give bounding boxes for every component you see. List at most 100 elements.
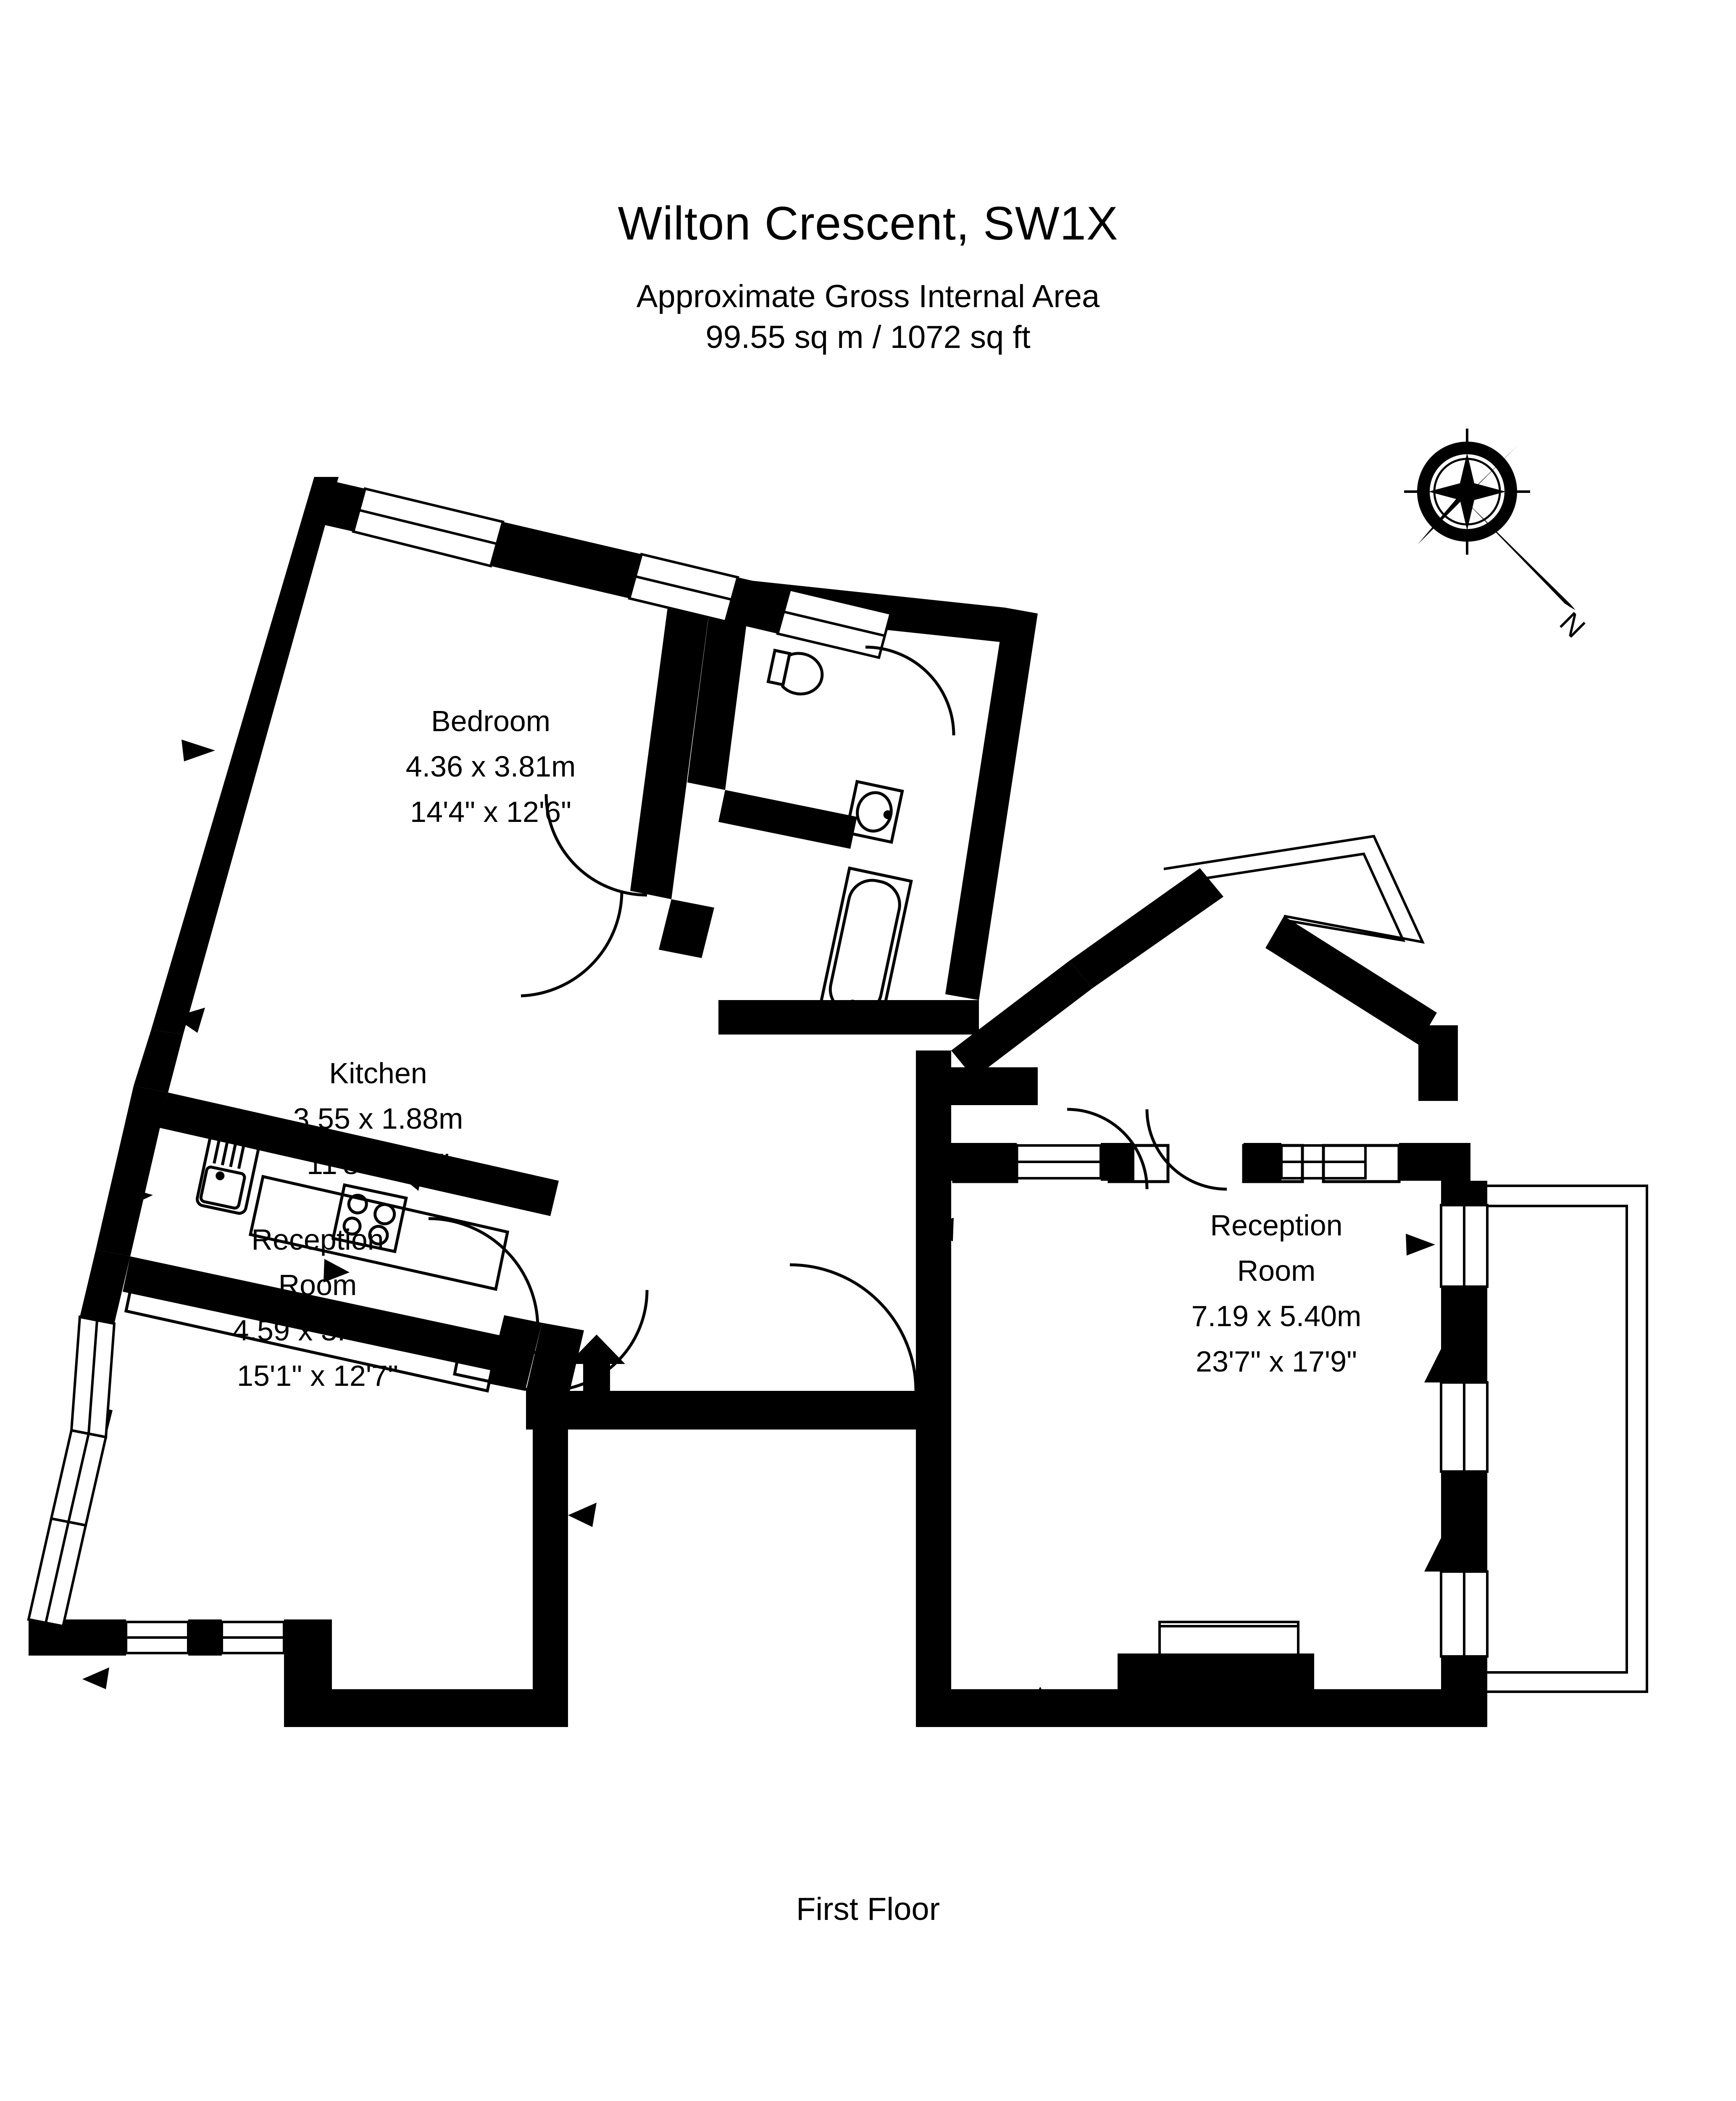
room-label-reception-right: Reception Room 7.19 x 5.40m 23'7" x 17'9…: [1192, 1209, 1362, 1378]
marker-left-recep-bottom: [530, 1675, 555, 1704]
door-right-recep-entry: [1067, 1108, 1149, 1190]
wall-bedroom-top-1: [302, 477, 365, 532]
wall-right-recep-top-band-4: [1399, 1143, 1470, 1181]
marker-right-recep-bottom: [1028, 1687, 1054, 1714]
window-left-recep-2: [50, 1429, 108, 1527]
bedroom-imperial: 14'4" x 12'6": [410, 795, 571, 828]
wall-right-recep-upper-right: [1418, 1025, 1458, 1101]
wall-right-exterior-2: [1424, 1286, 1487, 1382]
wall-right-recep-left: [916, 1391, 951, 1727]
cupboard-hall: [452, 1334, 543, 1393]
wall-left-recep-left-upper: [80, 1250, 130, 1324]
kitchen-sink-icon: [195, 1126, 261, 1215]
wall-kitchen-left: [96, 1086, 168, 1256]
balcony-outline: [1487, 1185, 1648, 1693]
floorplan-svg: N: [27, 429, 1648, 1727]
marker-right-recep-right: [1406, 1234, 1435, 1256]
wall-right-recep-bottom: [916, 1689, 1487, 1727]
kitchen-metric: 3.55 x 1.88m: [293, 1102, 463, 1135]
compass-rose-icon: N: [1404, 429, 1591, 644]
wall-left-recep-right: [533, 1398, 568, 1727]
walls-group: [29, 477, 1487, 1727]
wall-hall-upper-right: [916, 1050, 951, 1430]
wc-toilet-icon: [766, 648, 824, 696]
plan-header: Wilton Crescent, SW1X Approximate Gross …: [0, 197, 1736, 358]
wall-right-recep-top-band-1: [951, 1143, 1017, 1181]
window-bedroom-3: [776, 588, 892, 659]
reception-left-name-2: Room: [279, 1269, 357, 1301]
wall-kitchen-bottom: [123, 1256, 504, 1372]
floor-caption: First Floor: [796, 1891, 940, 1927]
kitchen-imperial: 11'8" x 6'2": [307, 1148, 450, 1180]
window-left-recep-1: [70, 1315, 116, 1439]
wall-left-recep-bottom-left: [29, 1619, 126, 1656]
wall-bedroom-left: [151, 477, 339, 1035]
kitchen-hob-icon: [331, 1183, 408, 1253]
window-right-bay-2: [1440, 1381, 1489, 1473]
reception-right-imperial: 23'7" x 17'9": [1196, 1345, 1357, 1378]
entrance-arrow: [568, 1335, 625, 1407]
room-label-kitchen: Kitchen 3.55 x 1.88m 11'8" x 6'2": [293, 1057, 463, 1180]
wall-bathroom-right: [945, 608, 1038, 1000]
wall-right-exterior-1: [1441, 1181, 1487, 1206]
wall-hall-right: [526, 1323, 584, 1398]
bathtub-icon: [817, 866, 913, 1027]
kitchen-name: Kitchen: [329, 1057, 427, 1090]
marker-left-recep-top: [324, 1259, 350, 1282]
wall-wc-divider: [718, 790, 857, 849]
window-right-recep-top-1: [1015, 1144, 1102, 1180]
door-bedroom: [521, 890, 623, 998]
floorplan-drawing: N: [0, 412, 1736, 1840]
area-caption: Approximate Gross Internal Area: [636, 279, 1100, 315]
window-bedroom-1: [352, 487, 505, 568]
reception-right-name-1: Reception: [1210, 1209, 1342, 1242]
fixtures-group: [124, 648, 1401, 1393]
marker-kitchen-left: [121, 1186, 153, 1209]
reception-left-metric: 4.59 x 3.84m: [233, 1314, 403, 1347]
units-right-recep: [952, 1144, 1401, 1183]
marker-bedroom-left: [181, 740, 215, 761]
wall-hall-bottom: [526, 1391, 916, 1430]
wall-bedroom-right-partition: [630, 563, 714, 899]
marker-left-recep-right: [568, 1503, 597, 1527]
dimension-markers: [82, 740, 1435, 1714]
window-left-recep-3: [27, 1517, 87, 1628]
door-bathroom: [865, 645, 955, 736]
marker-kitchen-top: [392, 1162, 423, 1191]
wall-bedroom-right-partition-2: [659, 899, 714, 958]
window-right-bay-3: [1440, 1570, 1489, 1658]
wall-left-recep-bottom-edge: [284, 1689, 568, 1727]
wall-bedroom-lower-left: [134, 1029, 183, 1093]
reception-left-name-1: Reception: [251, 1223, 384, 1256]
wall-bedroom-top-2: [491, 522, 642, 598]
wash-basin-icon: [844, 779, 904, 844]
wall-right-recep-top-right-angled: [1265, 916, 1437, 1045]
alcove-left-recep: [124, 1269, 498, 1393]
window-right-recep-bottom: [1158, 1621, 1299, 1656]
bay-outline-top-right: [1163, 835, 1425, 944]
wall-wc-left: [687, 573, 752, 790]
bedroom-name: Bedroom: [431, 705, 550, 737]
area-value: 99.55 sq m / 1072 sq ft: [705, 319, 1031, 355]
door-right-recep-entry-2: [1145, 1109, 1227, 1191]
wall-right-recep-top-angled: [1070, 868, 1223, 988]
wall-right-recep-inner-top: [951, 1067, 1038, 1105]
wall-right-recep-top-band-3: [1244, 1143, 1281, 1181]
reception-right-name-2: Room: [1237, 1254, 1316, 1287]
wall-left-recep-bottom-mid: [188, 1619, 222, 1656]
wall-right-exterior-3: [1424, 1471, 1487, 1572]
wall-right-recep-top-left: [951, 961, 1092, 1078]
marker-kitchen-bottom: [258, 1293, 290, 1318]
wall-kitchen-right: [487, 1315, 542, 1391]
compass-north-label: N: [1554, 606, 1592, 644]
reception-left-imperial: 15'1" x 12'7": [237, 1359, 398, 1392]
marker-left-recep-left: [82, 1667, 109, 1689]
room-labels: Bedroom 4.36 x 3.81m 14'4" x 12'6" Kitch…: [233, 705, 1362, 1392]
bedroom-metric: 4.36 x 3.81m: [406, 750, 576, 783]
windows-group: [27, 487, 1648, 1693]
door-hall-to-right-recep: [789, 1263, 918, 1391]
wall-right-recep-top-band-2: [1101, 1143, 1134, 1181]
room-label-bedroom: Bedroom 4.36 x 3.81m 14'4" x 12'6": [406, 705, 576, 828]
door-kitchen: [428, 1217, 539, 1328]
